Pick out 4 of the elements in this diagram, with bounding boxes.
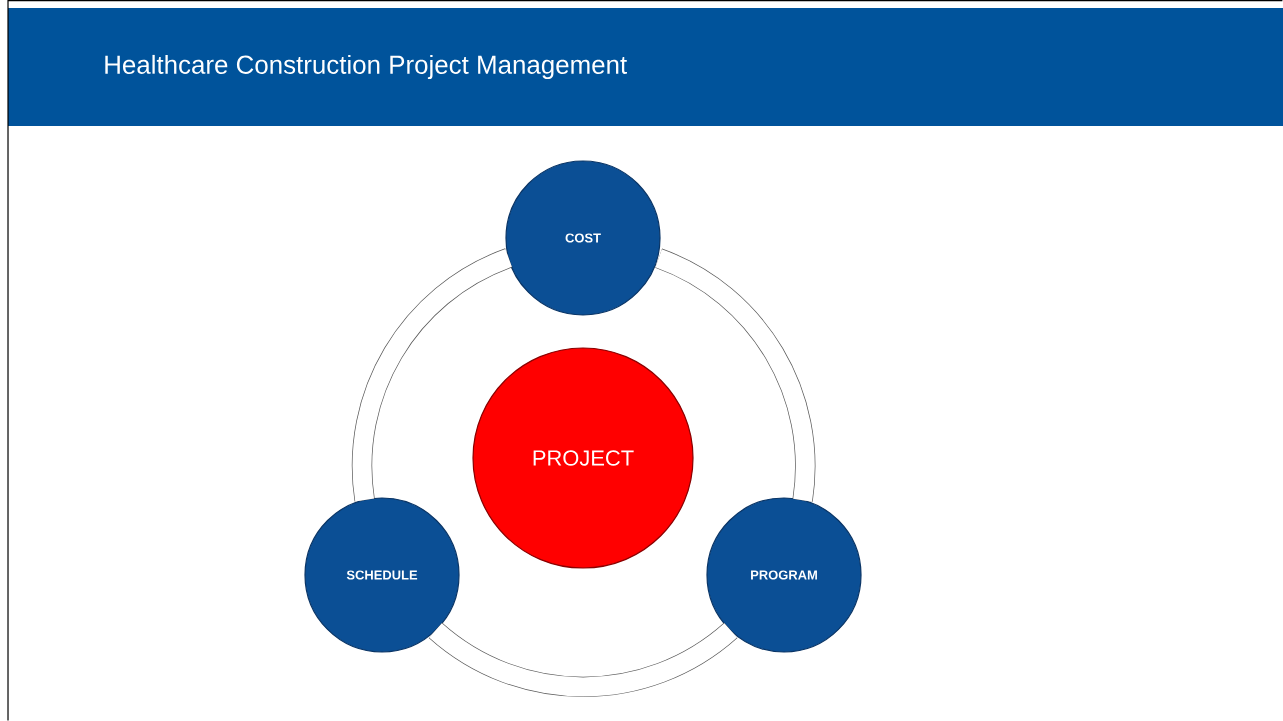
ring-segment [352,248,513,501]
ring-segment [654,248,816,502]
slide-title: Healthcare Construction Project Management [105,54,627,80]
ring-segment [429,622,738,697]
